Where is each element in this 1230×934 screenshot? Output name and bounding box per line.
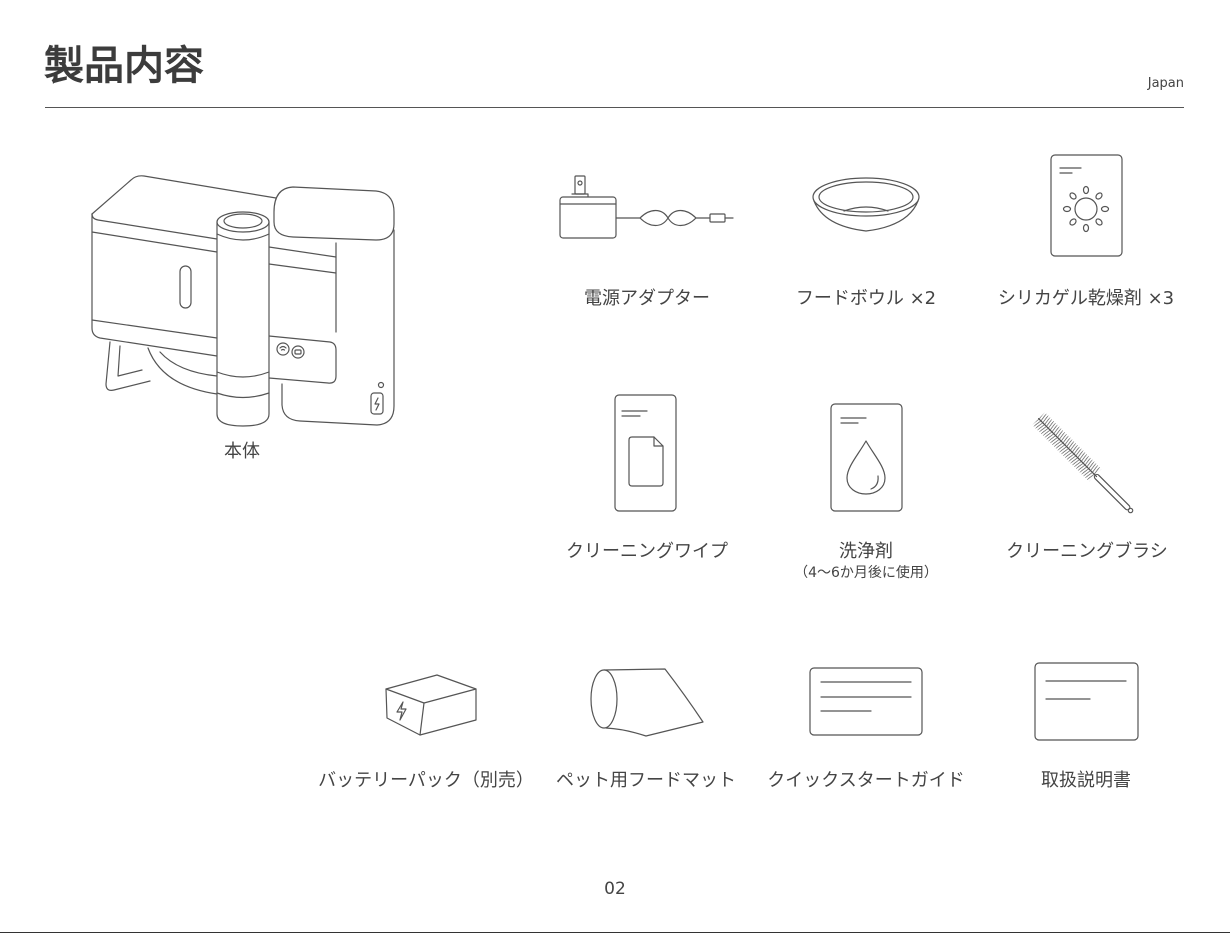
page-number: 02 (575, 877, 655, 901)
quick-start-guide-label: クイックスタートガイド (746, 769, 986, 793)
detergent-name: 洗浄剤 (746, 540, 986, 564)
cleaning-wipe-icon (612, 392, 680, 514)
header-divider (45, 107, 1184, 108)
cleaning-brush-icon (1028, 408, 1142, 522)
main-unit-label: 本体 (122, 440, 362, 464)
bottom-edge-line (0, 932, 1230, 933)
quick-start-guide-icon (806, 664, 926, 739)
battery-pack-label: バッテリーパック（別売） (306, 769, 546, 793)
cleaning-brush-label: クリーニングブラシ (967, 540, 1207, 564)
food-mat-icon (586, 665, 708, 740)
silica-gel-icon (1048, 152, 1126, 260)
detergent-icon (828, 401, 906, 515)
food-bowl-icon (808, 174, 925, 236)
detergent-usage-note: （4〜6か月後に使用） (746, 564, 986, 582)
food-bowl-label: フードボウル ×2 (746, 287, 986, 311)
pet-feeder-icon (82, 168, 400, 432)
battery-pack-icon (382, 671, 480, 739)
power-adapter-icon (555, 172, 739, 242)
user-manual-label: 取扱説明書 (966, 769, 1206, 793)
page-title: 製品内容 (44, 41, 204, 91)
detergent-label: 洗浄剤 （4〜6か月後に使用） (746, 540, 986, 582)
silica-gel-label: シリカゲル乾燥剤 ×3 (966, 287, 1206, 311)
user-manual-icon (1031, 659, 1142, 744)
region-label: Japan (1148, 75, 1184, 93)
cleaning-wipe-label: クリーニングワイプ (527, 540, 767, 564)
power-adapter-label: 電源アダプター (527, 287, 767, 311)
food-mat-label: ペット用フードマット (526, 769, 766, 793)
